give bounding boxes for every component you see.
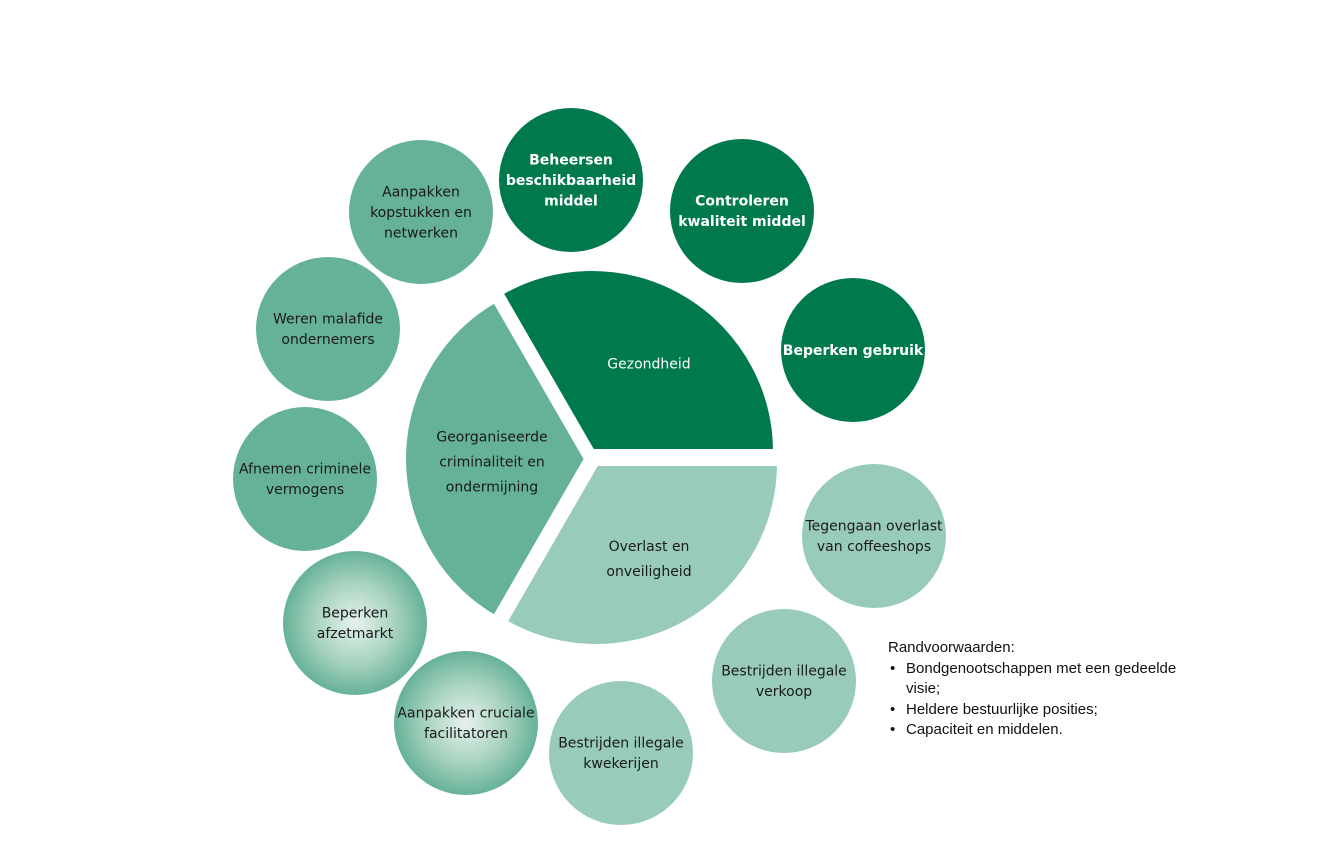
circle-beheersen-beschikbaarheid [499,108,643,252]
circle-beperken-gebruik [781,278,925,422]
circle-weren-ondernemers [256,257,400,401]
preconditions-note: Randvoorwaarden: Bondgenootschappen met … [888,638,1188,741]
pie-segment-overlast [499,460,784,650]
precondition-item: Heldere bestuurlijke posities; [888,700,1188,721]
circle-beperken-afzetmarkt [283,551,427,695]
precondition-item: Bondgenootschappen met een gedeelde visi… [888,659,1188,700]
circle-bestrijden-kwekerijen [549,681,693,825]
circle-aanpakken-facilitatoren [394,651,538,795]
preconditions-heading: Randvoorwaarden: [888,639,1015,656]
pie-segment-gezondheid [495,265,780,455]
circle-aanpakken-kopstukken [349,140,493,284]
circle-controleren-kwaliteit [670,139,814,283]
preconditions-list: Bondgenootschappen met een gedeelde visi… [888,659,1188,741]
circle-bestrijden-verkoop [712,609,856,753]
precondition-item: Capaciteit en middelen. [888,720,1188,741]
pie-segment-georganiseerd [400,295,591,623]
circle-afnemen-vermogens [233,407,377,551]
pie-label-gezondheid: Gezondheid [607,357,690,373]
label-beperken-gebruik: Beperken gebruik [783,343,924,359]
circle-tegengaan-overlast [802,464,946,608]
